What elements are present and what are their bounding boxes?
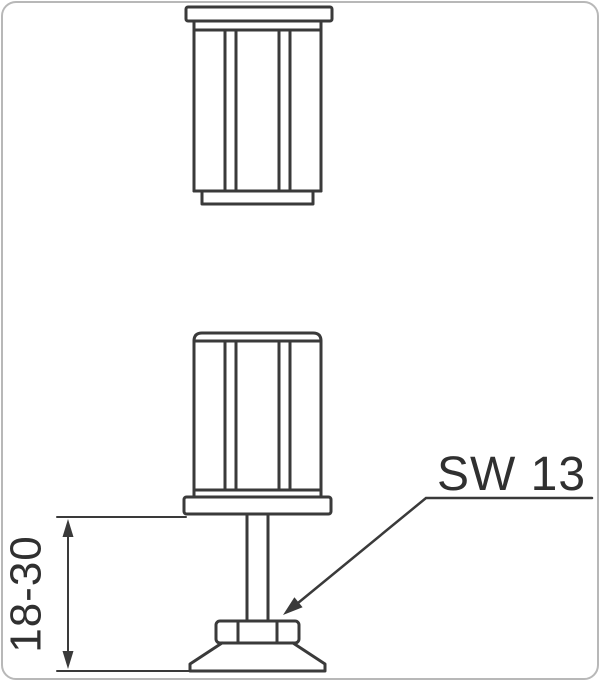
- insert-body: [192, 331, 323, 499]
- insert-inner-lines: [192, 339, 323, 492]
- insert-ribs: [223, 28, 292, 193]
- insert-cap: [184, 5, 334, 23]
- height-dimension: 18-30: [2, 516, 191, 672]
- tube-insert-top: [184, 5, 334, 206]
- insert-lip: [200, 189, 315, 206]
- dimension-label: 18-30: [2, 535, 51, 653]
- dimension-arrow-down-icon: [62, 651, 74, 669]
- wrench-size-callout: SW 13: [283, 448, 594, 615]
- leader-arrow-icon: [283, 597, 303, 615]
- insert-body: [192, 19, 323, 193]
- tube-insert-bottom: [182, 331, 333, 673]
- wrench-size-label: SW 13: [437, 448, 586, 501]
- leader-line: [296, 496, 594, 605]
- threaded-stem: [245, 512, 270, 623]
- articulated-foot: [188, 641, 327, 673]
- hex-nut: [214, 619, 301, 645]
- insert-ribs: [223, 339, 292, 492]
- dimension-arrow-up-icon: [62, 519, 74, 537]
- flange-plate: [182, 495, 333, 516]
